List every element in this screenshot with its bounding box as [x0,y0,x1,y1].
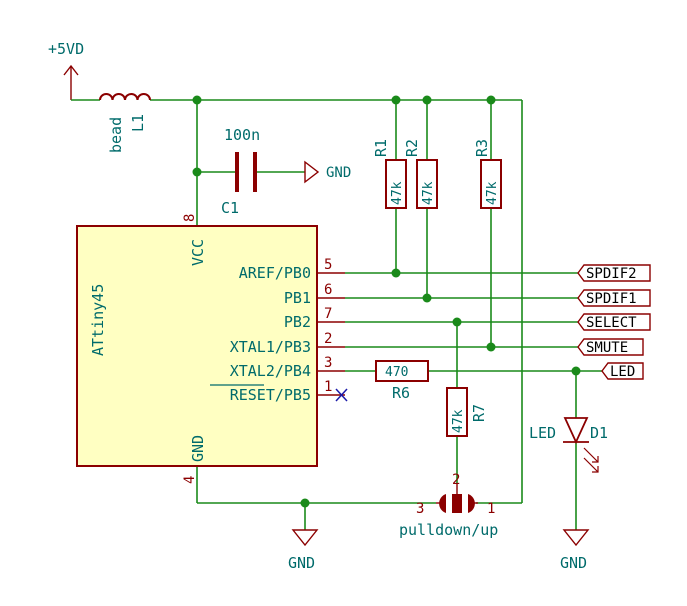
net-label-led: LED [601,362,644,380]
ic-pin-num: 5 [324,257,332,273]
r1-ref: R1 [372,139,390,157]
net-label-spdif2: SPDIF2 [577,264,651,282]
l1-value: bead [107,117,125,153]
r7-value: 47k [451,409,466,433]
gnd-symbol-main: GND [288,529,319,572]
ic-pin-name: PB1 [284,289,311,307]
r7-ref: R7 [470,404,488,422]
ic-pin-name: AREF/PB0 [239,264,311,282]
d1-value: LED [529,424,556,442]
vcc-power-symbol: +5VD [48,40,84,100]
ic-pin-num: 1 [324,379,332,395]
r3-value: 47k [485,181,500,205]
junction [571,366,581,376]
junction [422,95,432,105]
r2-value: 47k [421,181,436,205]
ic-gnd-pin-num: 4 [182,476,198,484]
resistor-r3: 47k R3 [473,139,502,209]
ic-pin-num: 7 [324,306,332,322]
gnd-symbol-led: GND [560,529,590,572]
net-label-select: SELECT [577,313,651,331]
inductor-l1: bead L1 [99,93,151,153]
jumper-value: pulldown/up [399,521,498,539]
vcc-label: +5VD [48,40,84,58]
capacitor-c1: 100n C1 [221,126,260,217]
r6-value: 470 [385,365,408,380]
ic-pin-num: 6 [324,282,332,298]
junction [422,293,432,303]
jumper-pin-3: 3 [416,501,424,517]
junction [486,342,496,352]
junction [192,95,202,105]
resistor-r1: 47k R1 [372,139,407,209]
net-label-text: SMUTE [586,340,628,356]
junctions [192,95,581,508]
solder-jumper: 3 2 1 pulldown/up [399,472,498,539]
ic-pin-name: XTAL2/PB4 [230,362,311,380]
led-d1: LED D1 [529,417,608,473]
no-connect-icon [335,388,348,402]
ic-pin-name: PB2 [284,313,311,331]
net-label-spdif1: SPDIF1 [577,289,651,307]
ic-name: ATtiny45 [89,284,107,356]
junction [486,95,496,105]
ic-pin-num: 3 [324,355,332,371]
jumper-pin-1: 1 [487,501,495,517]
resistor-r2: 47k R2 [403,139,438,209]
gnd-label: GND [288,554,315,572]
gnd-label: GND [326,165,351,181]
gnd-symbol-c1: GND [304,160,351,184]
ic-pin-name: XTAL1/PB3 [230,338,311,356]
net-label-text: LED [610,364,635,380]
r1-value: 47k [390,181,405,205]
jumper-pin-2: 2 [452,472,460,488]
l1-ref: L1 [129,114,147,132]
r6-ref: R6 [392,384,410,402]
ic-vcc-pin-num: 8 [182,214,198,222]
net-label-smute: SMUTE [577,338,644,356]
junction [391,95,401,105]
d1-ref: D1 [590,424,608,442]
r3-ref: R3 [473,139,491,157]
r2-ref: R2 [403,139,421,157]
junction [391,268,401,278]
net-label-text: SPDIF1 [586,291,637,307]
resistor-r7: 47k R7 [446,387,488,437]
resistor-r6: 470 R6 [375,360,429,402]
ic-pin-name: RESET/PB5 [230,386,311,404]
c1-ref: C1 [221,199,239,217]
c1-value: 100n [224,126,260,144]
net-label-text: SELECT [586,315,637,331]
ic-gnd-pin-name: GND [189,435,207,462]
junction [452,317,462,327]
junction [300,498,310,508]
junction [192,167,202,177]
net-label-text: SPDIF2 [586,266,637,282]
ic-vcc-pin-name: VCC [189,239,207,266]
gnd-label: GND [560,554,587,572]
ic-attiny45: ATtiny45 VCC 8 GND 4 5 6 7 2 3 1 AREF/PB… [76,214,348,484]
ic-pin-num: 2 [324,331,332,347]
